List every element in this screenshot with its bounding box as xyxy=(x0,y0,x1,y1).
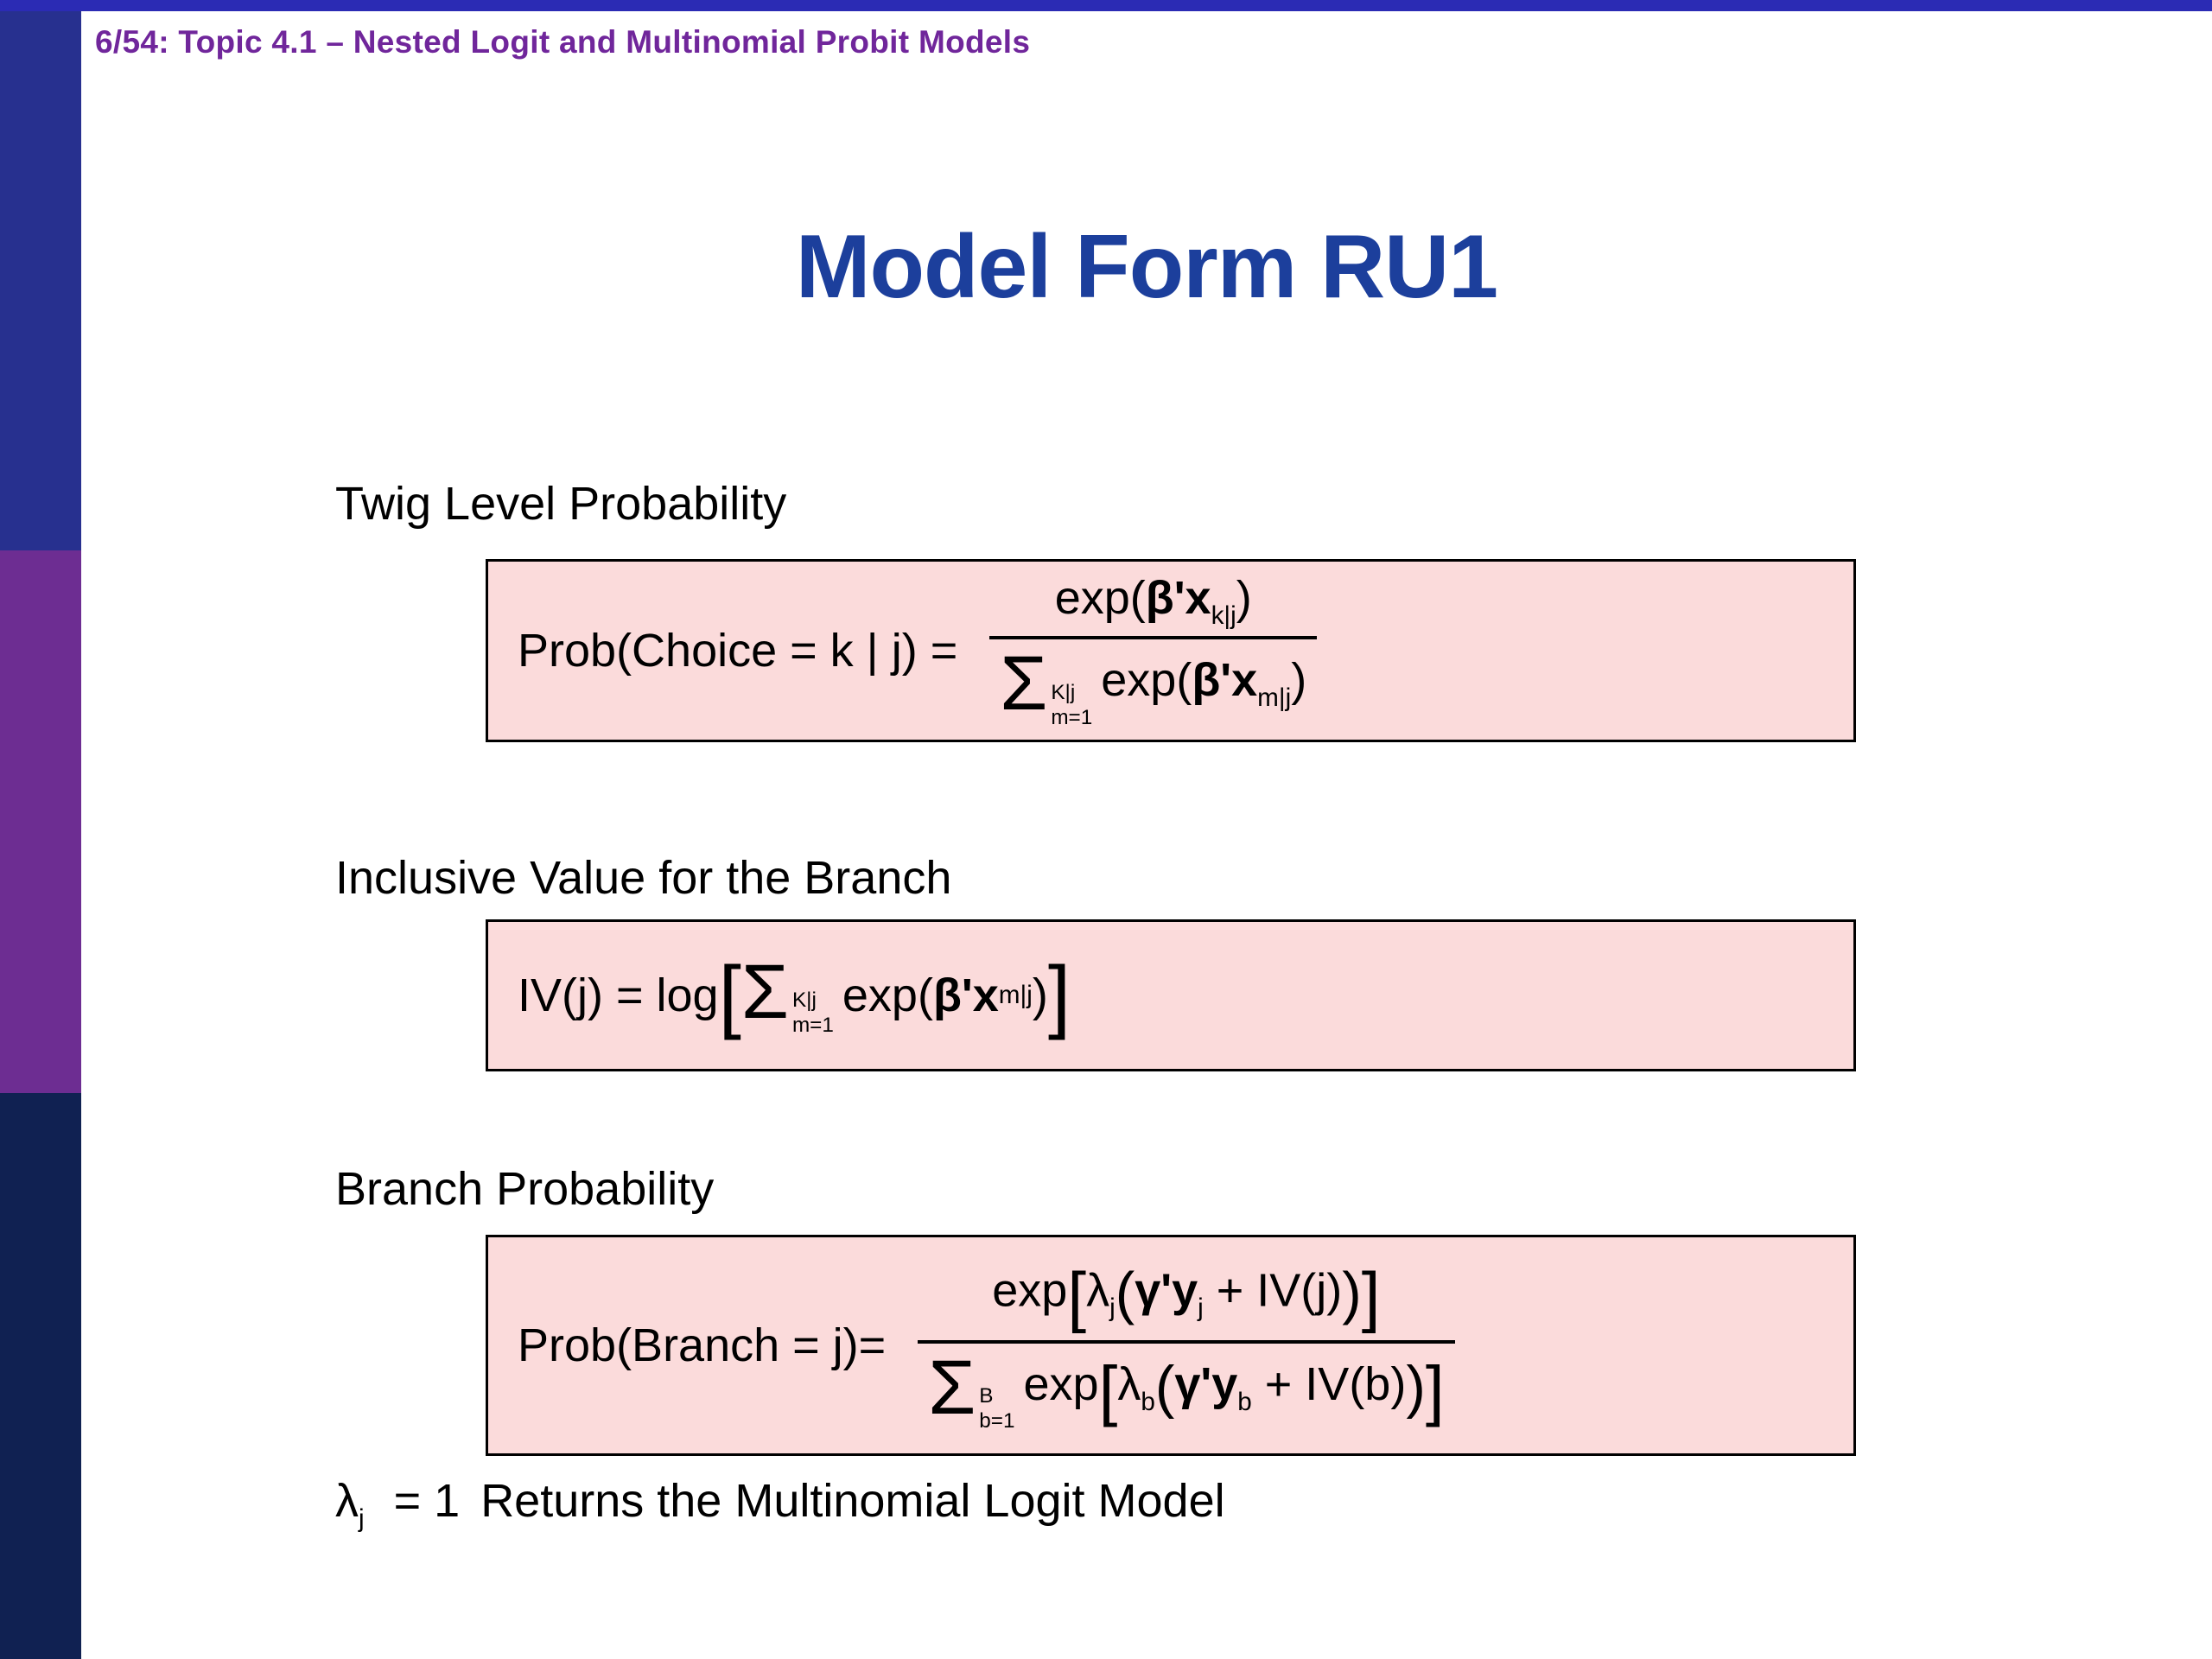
branch-section-label: Branch Probability xyxy=(335,1163,715,1215)
branch-num-bold-subscript: j xyxy=(1198,1293,1204,1322)
summation-upper-limit: B xyxy=(979,1384,994,1408)
iv-subscript: m|j xyxy=(998,980,1033,1009)
summation-upper-limit: K|j xyxy=(791,988,817,1013)
left-bracket: [ xyxy=(718,949,741,1041)
right-paren: ) xyxy=(1406,1354,1426,1420)
footer-equals: = 1 xyxy=(393,1475,461,1527)
iv-exp-pre: exp( xyxy=(842,969,933,1021)
branch-den-lambda: λ xyxy=(1117,1357,1141,1410)
twig-section-label: Twig Level Probability xyxy=(335,478,787,530)
twig-den-subscript: m|j xyxy=(1257,683,1292,712)
sidebar-segment-blue xyxy=(0,0,81,550)
branch-num-bold-term: γ'y xyxy=(1135,1263,1198,1316)
footer-note: λj = 1 Returns the Multinomial Logit Model xyxy=(335,1474,1225,1534)
fraction-bar xyxy=(989,636,1318,640)
twig-den-post: ) xyxy=(1291,654,1307,707)
branch-den-exp: exp xyxy=(1023,1357,1099,1410)
twig-numerator: exp(β'xk|j) xyxy=(1045,571,1262,631)
footer-text: Returns the Multinomial Logit Model xyxy=(480,1475,1225,1527)
summation-upper-limit: K|j xyxy=(1051,680,1076,704)
branch-den-rest: + IV(b) xyxy=(1251,1357,1407,1410)
branch-num-exp: exp xyxy=(992,1263,1068,1316)
sigma-symbol: Σ xyxy=(1000,639,1048,727)
sidebar-segment-navy xyxy=(0,1093,81,1659)
right-paren: ) xyxy=(1342,1260,1362,1325)
left-paren: ( xyxy=(1154,1354,1175,1420)
sigma-symbol: Σ xyxy=(928,1343,976,1430)
twig-num-post: ) xyxy=(1236,572,1252,625)
twig-num-subscript: k|j xyxy=(1211,601,1236,630)
iv-formula-lhs: IV(j) = log xyxy=(518,969,719,1021)
left-paren: ( xyxy=(1115,1260,1135,1325)
summation-lower-limit: m=1 xyxy=(791,1014,834,1038)
branch-den-bold-term: γ'y xyxy=(1174,1357,1238,1410)
branch-num-rest: + IV(j) xyxy=(1203,1263,1343,1316)
fraction-bar xyxy=(918,1339,1455,1344)
sigma-symbol: Σ xyxy=(741,947,789,1034)
footer-lambda: λ xyxy=(335,1475,359,1527)
branch-den-lambda-subscript: b xyxy=(1141,1387,1155,1416)
right-bracket: ] xyxy=(1047,949,1071,1041)
branch-den-bold-subscript: b xyxy=(1237,1387,1252,1416)
slide-header: 6/54: Topic 4.1 – Nested Logit and Multi… xyxy=(95,24,1031,60)
sidebar-color-bar xyxy=(0,0,81,1659)
page-title: Model Form RU1 xyxy=(795,217,1498,317)
summation-lower-limit: m=1 xyxy=(1051,705,1093,729)
top-accent-strip xyxy=(0,0,2212,11)
summation-lower-limit: b=1 xyxy=(979,1409,1015,1433)
branch-formula-lhs: Prob(Branch = j)= xyxy=(518,1319,899,1371)
twig-formula-lhs: Prob(Choice = k | j) = xyxy=(518,624,971,677)
branch-formula-box: Prob(Branch = j)= exp[λj(γ'yj + IV(j))] … xyxy=(486,1235,1856,1456)
branch-num-lambda-subscript: j xyxy=(1109,1293,1116,1322)
right-bracket: ] xyxy=(1361,1257,1381,1334)
iv-section-label: Inclusive Value for the Branch xyxy=(335,852,952,904)
twig-den-bold-term: β'x xyxy=(1192,654,1258,707)
twig-num-bold-term: β'x xyxy=(1145,572,1211,625)
left-bracket: [ xyxy=(1098,1351,1118,1428)
sidebar-segment-purple xyxy=(0,550,81,1093)
branch-numerator: exp[λj(γ'yj + IV(j))] xyxy=(982,1257,1390,1335)
twig-den-pre: exp( xyxy=(1101,654,1192,707)
branch-num-lambda: λ xyxy=(1086,1263,1110,1316)
footer-lambda-subscript: j xyxy=(359,1503,365,1533)
iv-exp-post: ) xyxy=(1032,969,1048,1021)
twig-num-pre: exp( xyxy=(1054,572,1146,625)
left-bracket: [ xyxy=(1067,1257,1087,1334)
right-bracket: ] xyxy=(1425,1351,1445,1428)
iv-bold-term: β'x xyxy=(932,969,999,1021)
